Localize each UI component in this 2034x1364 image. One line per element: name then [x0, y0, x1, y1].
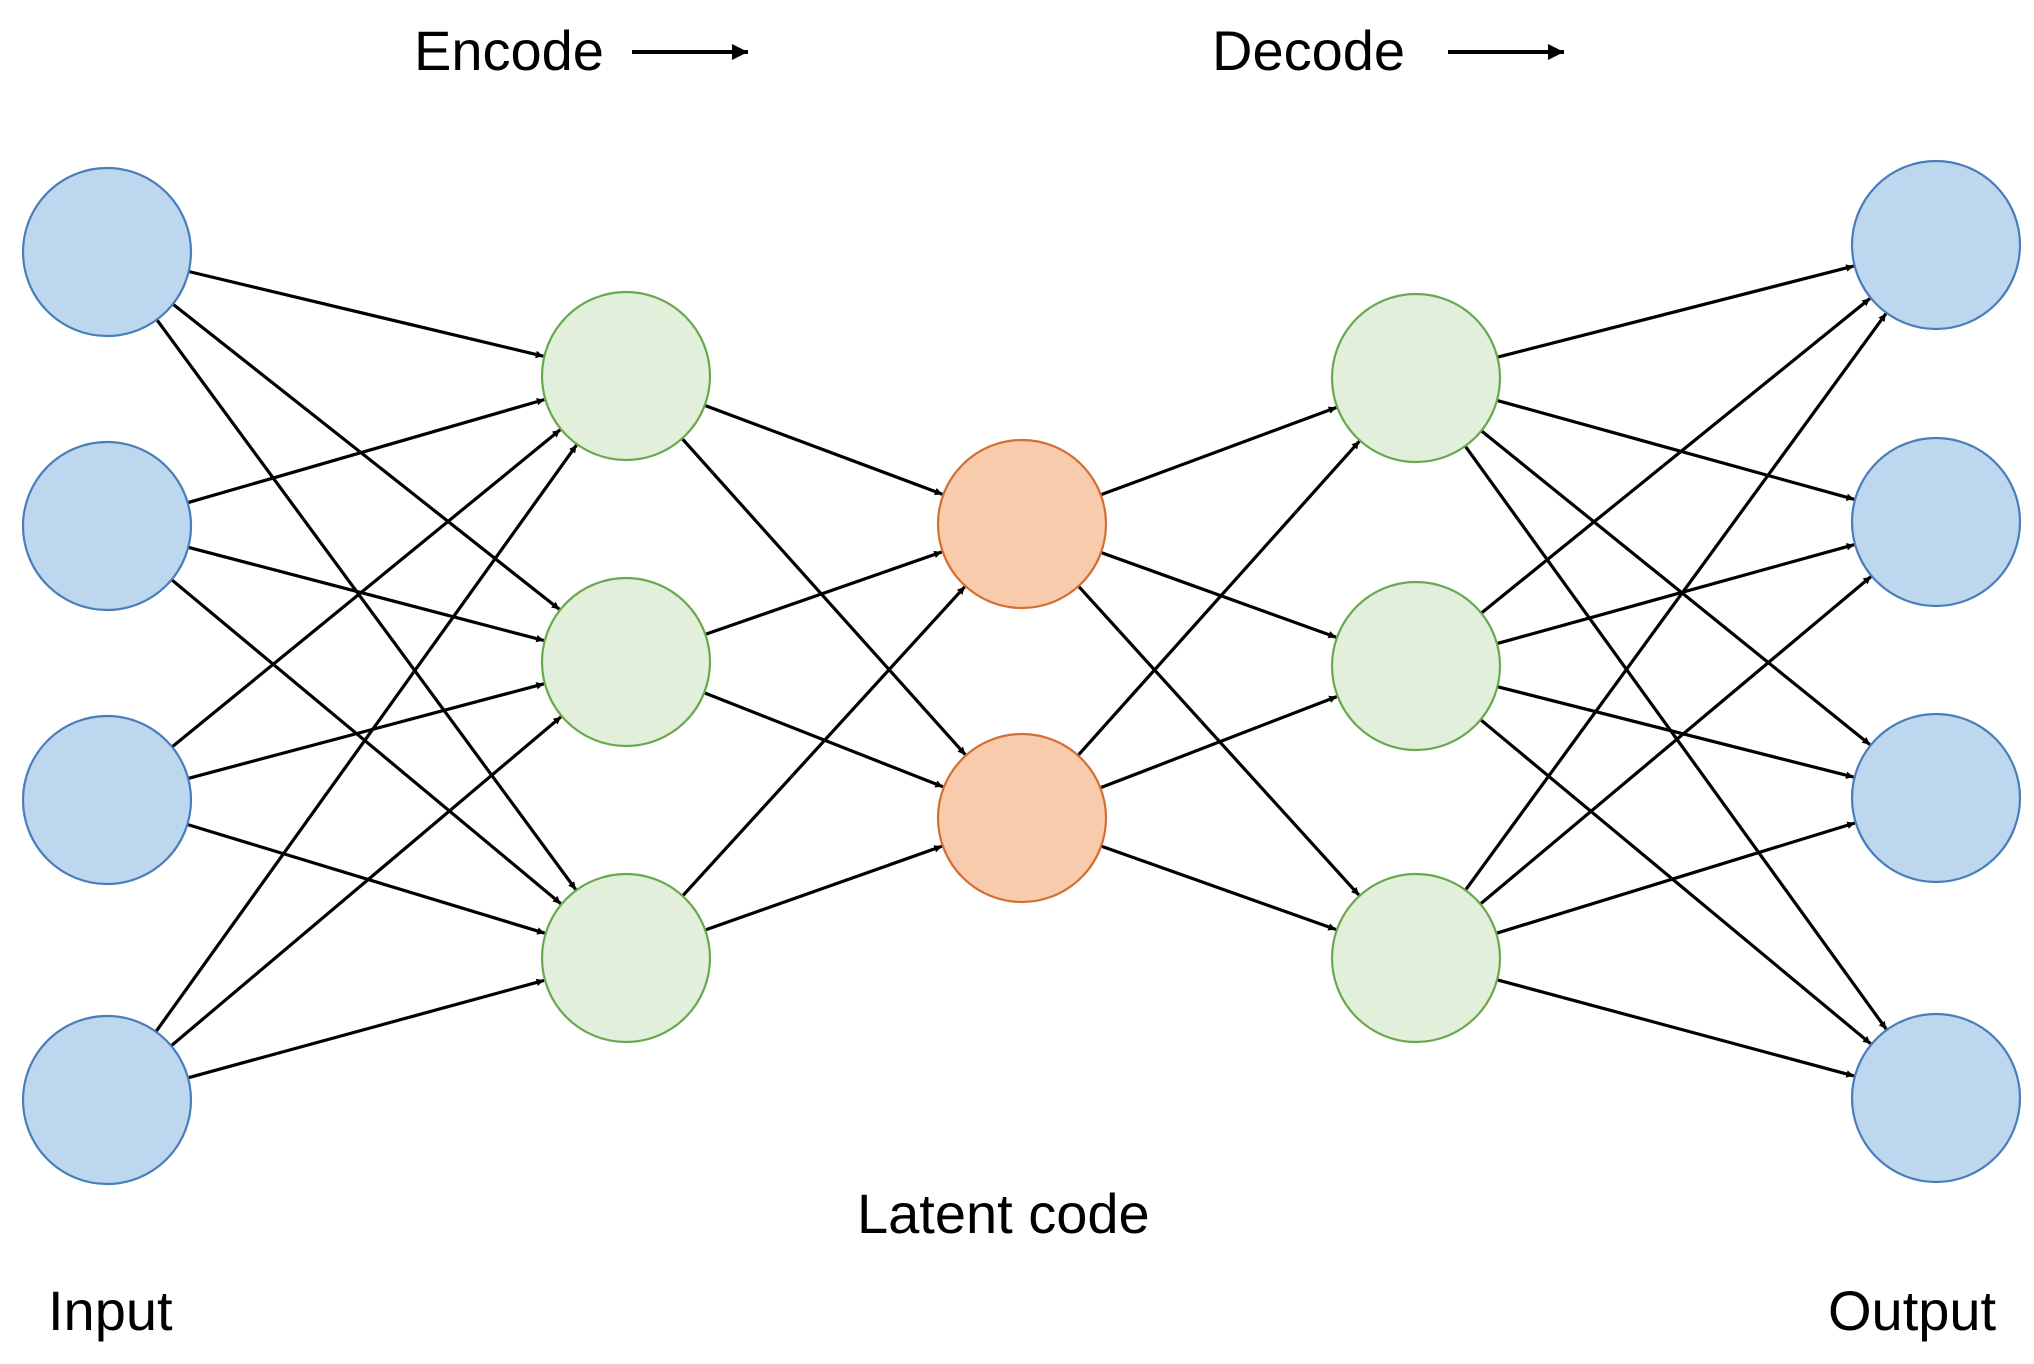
edge-dec-hidden-1-to-output-0: [1480, 297, 1871, 615]
input-node-2: [21, 440, 193, 612]
enc-hidden-node-1: [540, 290, 712, 462]
input-label: Input: [48, 1279, 173, 1342]
edge-input-1-to-enc-hidden-2: [170, 578, 562, 905]
edge-input-1-to-enc-hidden-0: [187, 398, 545, 505]
latent-node-1: [936, 438, 1108, 610]
edge-input-3-to-enc-hidden-0: [154, 444, 578, 1033]
dec-hidden-node-2: [1330, 580, 1502, 752]
edge-input-0-to-enc-hidden-0: [188, 269, 544, 359]
edge-dec-hidden-2-to-output-0: [1464, 312, 1888, 892]
edge-dec-hidden-1-to-output-2: [1497, 685, 1854, 779]
output-node-4: [1850, 1012, 2022, 1184]
dec-hidden-node-3: [1330, 872, 1502, 1044]
output-label: Output: [1828, 1279, 1997, 1342]
edge-dec-hidden-0-to-output-0: [1497, 264, 1855, 359]
latent-node-2: [936, 732, 1108, 904]
edge-input-1-to-enc-hidden-1: [187, 545, 545, 643]
edge-enc-hidden-0-to-latent-0: [704, 403, 943, 496]
input-node-4: [21, 1014, 193, 1186]
edge-input-2-to-enc-hidden-1: [187, 682, 545, 780]
edge-enc-hidden-2-to-latent-0: [681, 585, 966, 897]
edge-dec-hidden-2-to-output-2: [1495, 821, 1856, 935]
edge-dec-hidden-2-to-output-1: [1479, 575, 1872, 906]
decode-label: Decode: [1212, 19, 1405, 82]
edge-latent-1-to-dec-hidden-0: [1076, 440, 1361, 757]
edge-enc-hidden-1-to-latent-0: [704, 550, 943, 636]
edge-dec-hidden-2-to-output-3: [1496, 978, 1855, 1078]
enc-hidden-node-3: [540, 872, 712, 1044]
connections: [154, 264, 1888, 1080]
neurons: [21, 159, 2022, 1186]
edge-dec-hidden-0-to-output-3: [1463, 445, 1888, 1031]
edge-input-2-to-enc-hidden-2: [186, 822, 546, 935]
input-node-3: [21, 714, 193, 886]
edge-latent-0-to-dec-hidden-1: [1100, 550, 1337, 639]
edge-input-3-to-enc-hidden-1: [170, 715, 563, 1048]
edge-dec-hidden-1-to-output-1: [1496, 543, 1855, 646]
edge-enc-hidden-0-to-latent-1: [680, 437, 967, 756]
input-node-1: [21, 166, 193, 338]
edge-dec-hidden-0-to-output-1: [1496, 398, 1855, 501]
output-node-1: [1850, 159, 2022, 331]
edge-dec-hidden-0-to-output-2: [1480, 429, 1871, 746]
output-node-3: [1850, 712, 2022, 884]
edge-enc-hidden-2-to-latent-1: [704, 844, 943, 932]
edge-input-0-to-enc-hidden-1: [171, 302, 561, 611]
latent-code-label: Latent code: [857, 1182, 1150, 1245]
dec-hidden-node-1: [1330, 292, 1502, 464]
encode-label: Encode: [414, 19, 604, 82]
edge-input-3-to-enc-hidden-2: [187, 978, 545, 1080]
output-node-2: [1850, 436, 2022, 608]
edge-input-2-to-enc-hidden-0: [171, 428, 562, 749]
enc-hidden-node-2: [540, 576, 712, 748]
edge-input-0-to-enc-hidden-2: [155, 318, 577, 891]
edge-latent-1-to-dec-hidden-1: [1099, 695, 1338, 790]
edge-dec-hidden-1-to-output-3: [1479, 718, 1872, 1045]
edge-latent-1-to-dec-hidden-2: [1100, 844, 1337, 932]
edge-latent-0-to-dec-hidden-0: [1100, 405, 1337, 497]
